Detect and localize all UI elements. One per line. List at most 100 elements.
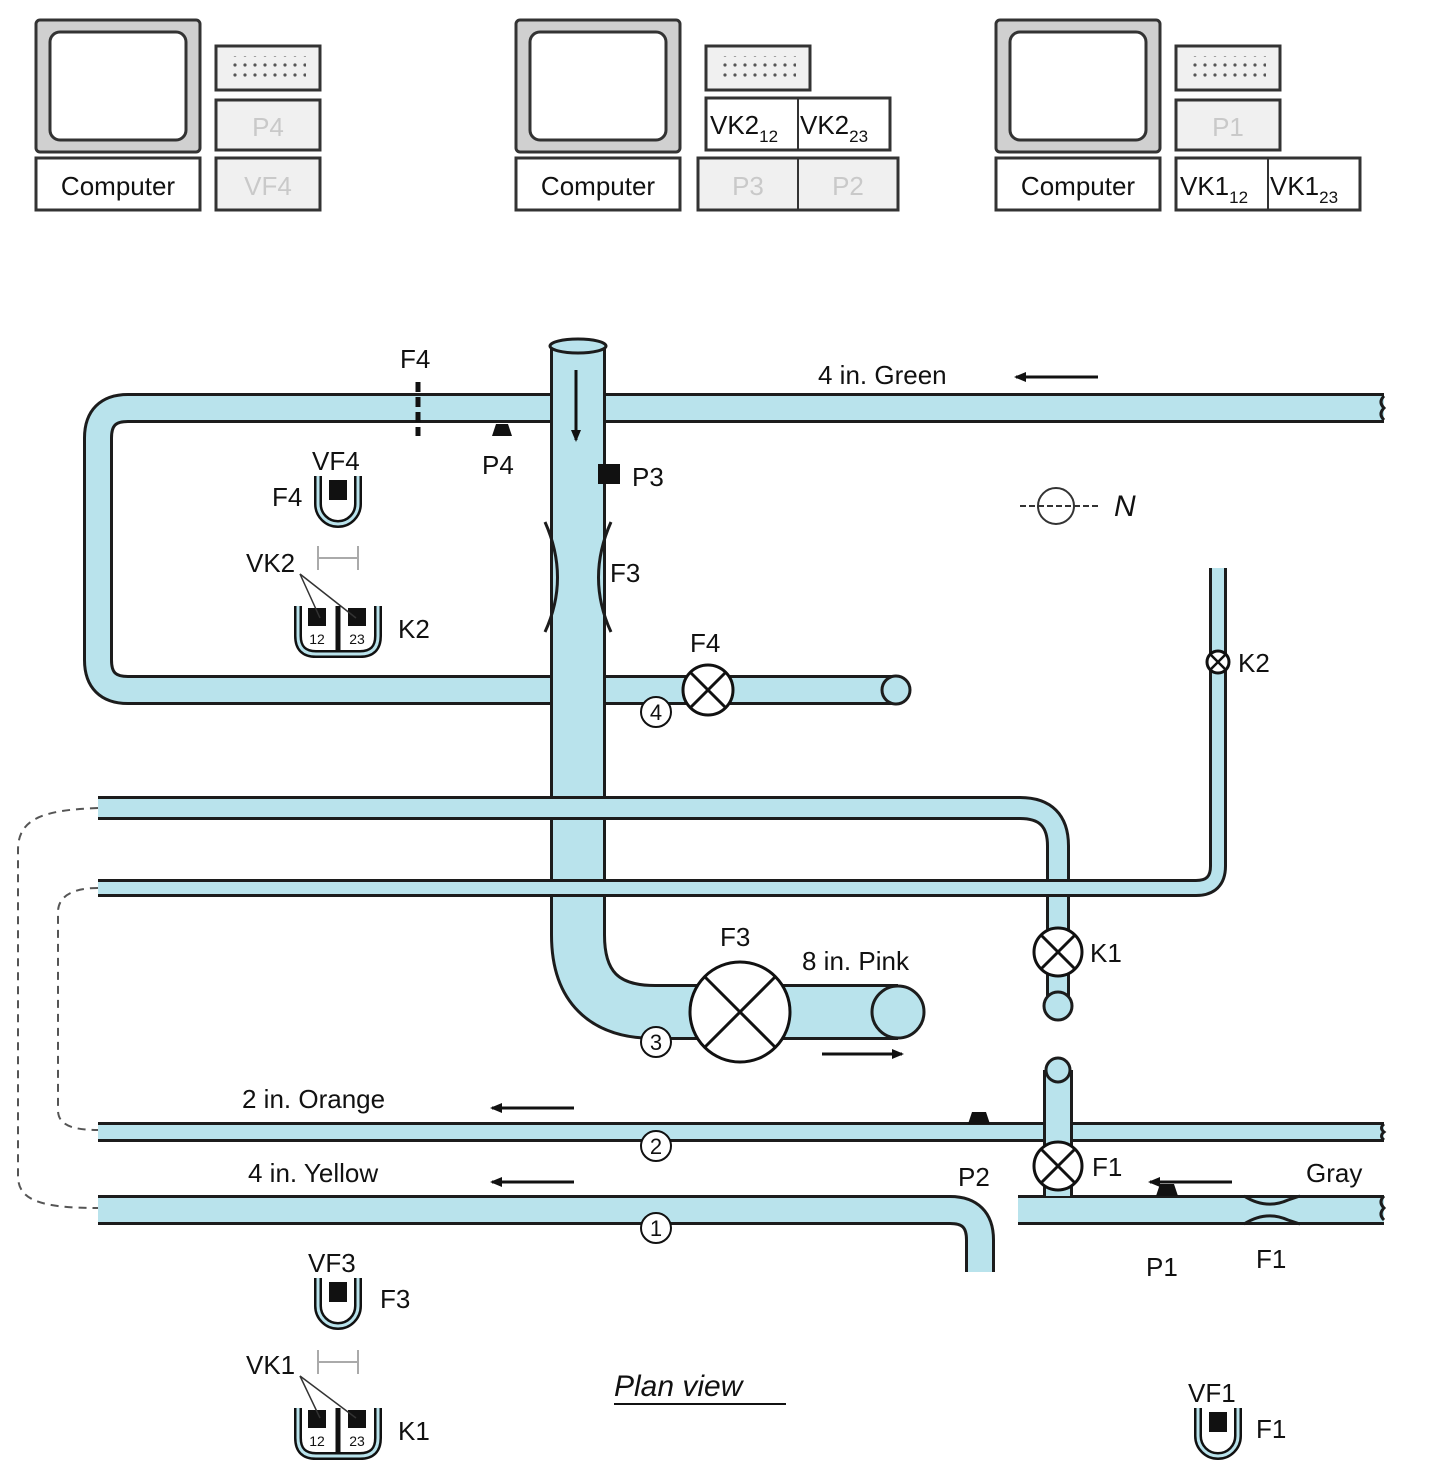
valve-f3 [688, 960, 792, 1064]
keypad-2-dots [720, 56, 796, 80]
tap-p1 [1156, 1184, 1178, 1196]
manometer-vk2-float-a [308, 608, 326, 626]
vk1-23-label: VK123 [1270, 171, 1338, 207]
k1-pipe-end [1042, 990, 1074, 1022]
plan-view-caption: Plan view [614, 1370, 745, 1403]
monitor-2-screen [528, 30, 668, 142]
label-p4: P4 [482, 450, 514, 480]
manometer-vk1-sub-b: 23 [349, 1433, 365, 1449]
svg-text:3: 3 [650, 1030, 662, 1055]
manometer-vf3-title: VF3 [308, 1248, 356, 1278]
manometer-vf4-float [329, 480, 347, 500]
tap-p4 [492, 424, 512, 436]
computer-label-1: Computer [61, 171, 175, 201]
label-gray-pipe: Gray [1306, 1158, 1362, 1188]
label-pink-pipe: 8 in. Pink [802, 946, 910, 976]
pipe-yellow [98, 1198, 992, 1272]
p3-display-label: P3 [732, 171, 764, 201]
p2-display-label: P2 [832, 171, 864, 201]
keypad-1-dots [230, 56, 306, 80]
p4-display-label: P4 [252, 112, 284, 142]
vf4-display-label: VF4 [244, 171, 292, 201]
manometer-vf1-title: VF1 [1188, 1378, 1236, 1408]
pipe-green-loop [86, 396, 1384, 702]
link-vf3-vk1 [317, 1350, 359, 1374]
junction-3: 3 [640, 1026, 672, 1058]
label-green-pipe: 4 in. Green [818, 360, 947, 390]
pink-pipe-end [870, 984, 926, 1040]
link-vf4-vk2 [317, 546, 359, 570]
junction-1: 1 [640, 1212, 672, 1244]
p1-display-label: P1 [1212, 112, 1244, 142]
pipe-k2-line [98, 568, 1224, 894]
manometer-vf3-float [329, 1282, 347, 1302]
svg-text:1: 1 [650, 1216, 662, 1241]
venturi-f3-left [543, 521, 559, 633]
manometer-vf4-side: F4 [272, 482, 302, 512]
manometer-vk2-sub-a: 12 [309, 631, 325, 647]
computer-box-1 [34, 156, 202, 212]
vk2-23-label: VK223 [800, 110, 868, 146]
tap-p2 [968, 1112, 990, 1124]
label-f4-orifice: F4 [400, 344, 430, 374]
tap-p3 [598, 464, 620, 484]
vk2-leader-b [299, 573, 357, 619]
dashed-connector-yellow [17, 807, 99, 1209]
manometer-vf1-float [1209, 1412, 1227, 1432]
label-p2: P2 [958, 1162, 990, 1192]
dashed-connector-orange [57, 887, 99, 1131]
svg-text:4: 4 [650, 700, 662, 725]
v-box-1 [214, 156, 322, 212]
computer-box-3 [994, 156, 1162, 212]
label-f1-valve: F1 [1092, 1152, 1122, 1182]
label-f3-valve: F3 [720, 922, 750, 952]
orange-pipe-break [1380, 1122, 1387, 1142]
vk2-leader-a [299, 573, 321, 619]
label-p3: P3 [632, 462, 664, 492]
venturi-f1-top [1243, 1194, 1301, 1206]
gray-pipe-break [1379, 1194, 1387, 1222]
valve-f1 [1032, 1140, 1084, 1192]
north-label: N [1114, 490, 1136, 523]
computer-label-3: Computer [1021, 171, 1135, 201]
p-box-3 [1174, 98, 1282, 152]
vk1-leader-b [299, 1375, 357, 1419]
label-f4-valve: F4 [690, 628, 720, 658]
vk1-12-label: VK112 [1180, 171, 1248, 207]
pipe-upper-return [98, 799, 1067, 1006]
north-indicator: N [1020, 487, 1136, 525]
manometer-vk2-side: K2 [398, 614, 430, 644]
riser-cap [1044, 1056, 1072, 1084]
computer-label-2: Computer [541, 171, 655, 201]
station-1: Computer P4 VF4 [34, 18, 322, 212]
manometer-vk1-float-b [348, 1410, 366, 1428]
computer-box-2 [514, 156, 682, 212]
p-box-1 [214, 98, 322, 152]
svg-text:2: 2 [650, 1134, 662, 1159]
manometer-vf4-title: VF4 [312, 446, 360, 476]
label-yellow-pipe: 4 in. Yellow [248, 1158, 378, 1188]
green-pipe-break [1379, 394, 1387, 422]
label-k2-valve: K2 [1238, 648, 1270, 678]
label-p1: P1 [1146, 1252, 1178, 1282]
label-k1-valve: K1 [1090, 938, 1122, 968]
label-f3-venturi: F3 [610, 558, 640, 588]
junction-4: 4 [640, 696, 672, 728]
junction-2: 2 [640, 1130, 672, 1162]
manometer-vk2-float-b [348, 608, 366, 626]
manometer-vk1-title: VK1 [246, 1350, 295, 1380]
green-branch-end [880, 674, 912, 706]
keypad-3-dots [1190, 56, 1266, 80]
manometer-vk2-title: VK2 [246, 548, 295, 578]
venturi-f1-bottom [1243, 1214, 1301, 1226]
pipes-layer [83, 348, 1384, 1272]
station-3: Computer P1 VK112 VK123 [994, 18, 1362, 212]
monitor-3-screen [1008, 30, 1148, 142]
venturi-f3-right [597, 521, 613, 633]
